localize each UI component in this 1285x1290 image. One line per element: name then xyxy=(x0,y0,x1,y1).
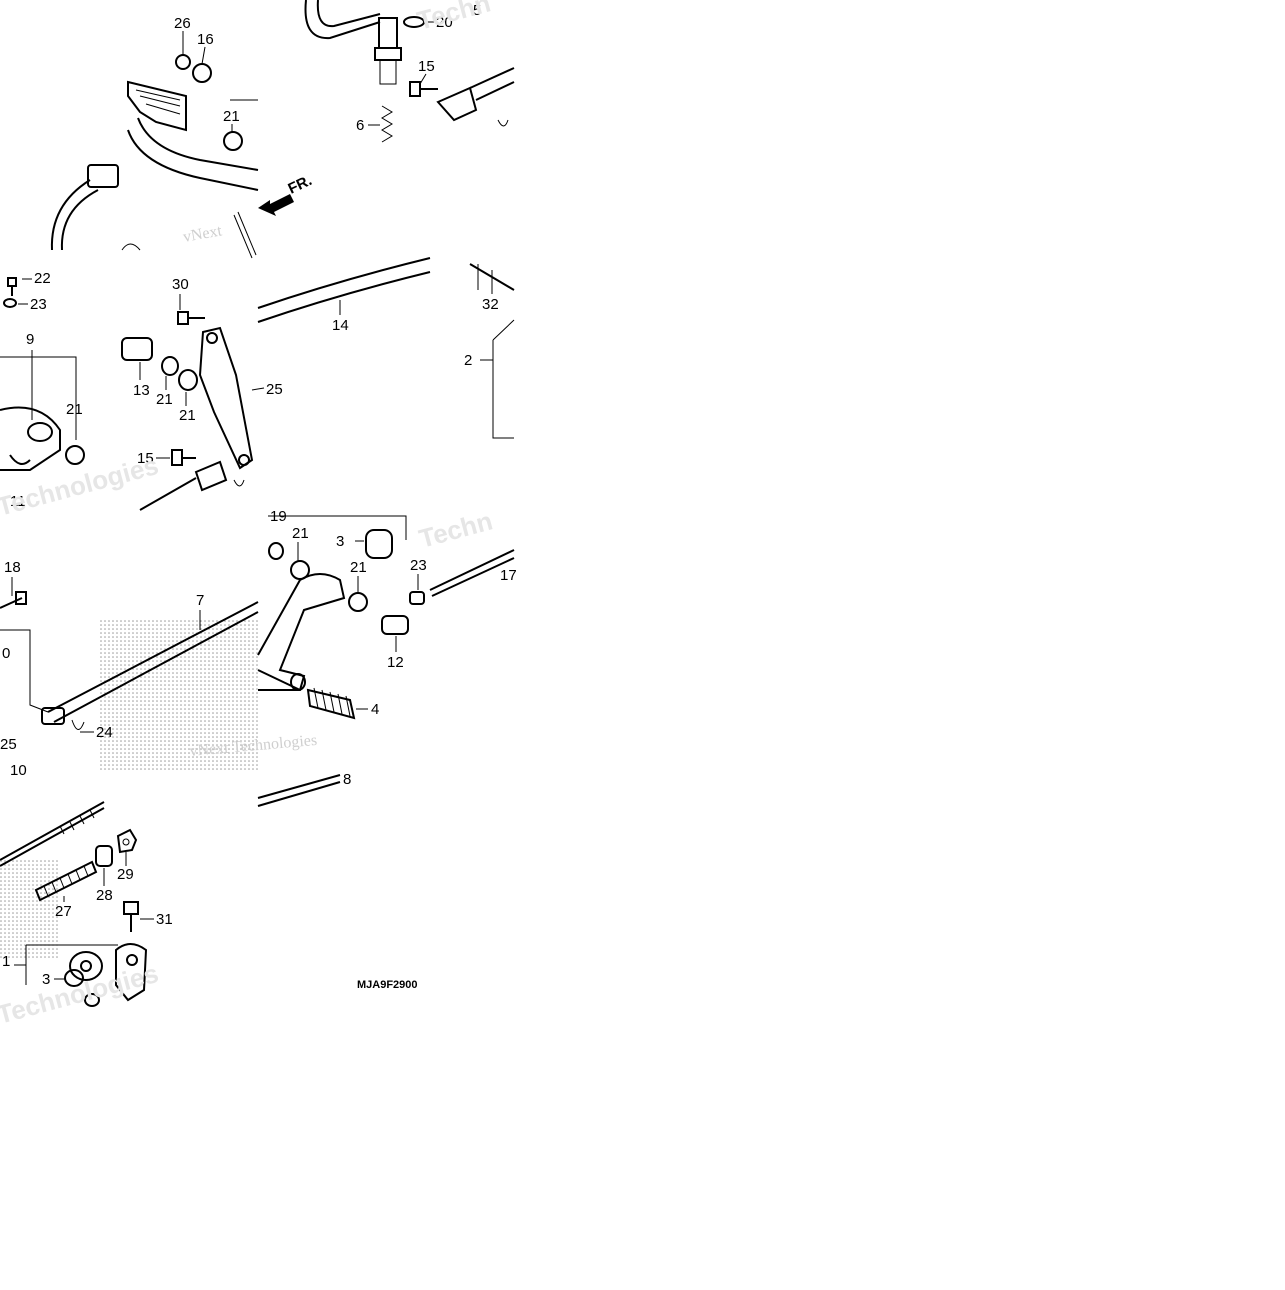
callout-11: 11 xyxy=(10,493,26,510)
callout-0: 0 xyxy=(2,645,10,662)
watermark-text: Techn xyxy=(414,0,494,36)
callout-21b: 21 xyxy=(66,401,83,418)
callout-30: 30 xyxy=(172,276,189,293)
watermark-text: Techn xyxy=(416,505,496,553)
watermarks: vNext Techn Technologies vNext Technolog… xyxy=(0,0,496,1030)
direction-label: FR. xyxy=(286,172,315,198)
callout-6: 6 xyxy=(356,117,364,134)
callout-15b: 15 xyxy=(137,450,154,467)
callout-5: 5 xyxy=(473,2,481,19)
callout-3b: 3 xyxy=(42,971,50,988)
callout-19: 19 xyxy=(270,508,287,525)
brake-rod xyxy=(257,257,515,439)
callout-21c: 21 xyxy=(156,391,173,408)
callout-31: 31 xyxy=(156,911,173,928)
callout-12: 12 xyxy=(387,654,404,671)
callout-2: 2 xyxy=(464,352,472,369)
callout-25b: 25 xyxy=(0,736,17,753)
diagram-code: MJA9F2900 xyxy=(357,979,418,991)
callout-24: 24 xyxy=(96,724,113,741)
shift-arm-assembly xyxy=(0,277,254,511)
callout-23: 23 xyxy=(30,296,47,313)
shift-return-assembly xyxy=(0,801,148,1007)
callout-20: 20 xyxy=(436,14,453,31)
callout-3: 3 xyxy=(336,533,344,550)
callout-9: 9 xyxy=(26,331,34,348)
brake-pedal-assembly: FR. xyxy=(50,54,315,259)
callout-25: 25 xyxy=(266,381,283,398)
callout-10: 10 xyxy=(10,762,27,779)
callout-4: 4 xyxy=(371,701,379,718)
callout-15: 15 xyxy=(418,58,435,75)
callout-26: 26 xyxy=(174,15,191,32)
callout-labels: 26 16 21 20 5 15 6 22 23 9 21 11 30 13 2… xyxy=(0,2,517,988)
callout-22: 22 xyxy=(34,270,51,287)
callout-14: 14 xyxy=(332,317,349,334)
callout-21: 21 xyxy=(223,108,240,125)
watermark-text: vNext xyxy=(182,222,224,246)
callout-29: 29 xyxy=(117,866,134,883)
brake-switch-assembly xyxy=(304,0,515,143)
callout-7: 7 xyxy=(196,592,204,609)
callout-16: 16 xyxy=(197,31,214,48)
callout-13: 13 xyxy=(133,382,150,399)
callout-32: 32 xyxy=(482,296,499,313)
callout-1: 1 xyxy=(2,953,10,970)
callout-28: 28 xyxy=(96,887,113,904)
callout-17: 17 xyxy=(500,567,517,584)
callout-18: 18 xyxy=(4,559,21,576)
callout-21e: 21 xyxy=(292,525,309,542)
callout-8: 8 xyxy=(343,771,351,788)
shift-linkage-rod xyxy=(0,591,259,770)
shift-pedal-assembly xyxy=(257,515,515,807)
callout-27: 27 xyxy=(55,903,72,920)
callout-21d: 21 xyxy=(179,407,196,424)
callout-23b: 23 xyxy=(410,557,427,574)
callout-21f: 21 xyxy=(350,559,367,576)
